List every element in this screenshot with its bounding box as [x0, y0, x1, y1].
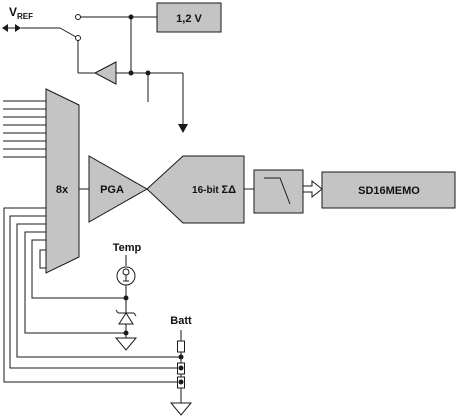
analog-inputs — [3, 100, 46, 158]
temperature-sensor-icon — [116, 255, 136, 313]
vref-terminal — [2, 24, 21, 32]
batt-label: Batt — [170, 315, 192, 327]
vref-label: VREF — [9, 5, 33, 21]
lowpass-filter-icon — [264, 177, 291, 205]
junction-dot — [178, 365, 184, 371]
sd16memo-label: SD16MEMO — [358, 185, 420, 197]
data-flow-arrow-icon — [302, 179, 323, 199]
sd16memo-register — [321, 171, 456, 209]
junction-dot — [123, 295, 129, 301]
reference-select-switch — [59, 14, 81, 41]
junction-dot — [178, 379, 184, 385]
pga-label: PGA — [100, 184, 124, 196]
digital-filter — [253, 169, 304, 214]
reference-buffer-icon — [93, 61, 117, 85]
pga-amplifier — [88, 155, 149, 223]
junction-dot — [128, 70, 134, 76]
reference-1v2-block — [156, 2, 222, 33]
temp-label: Temp — [113, 242, 142, 254]
vref-arrow-left-icon — [2, 24, 8, 32]
reference-1v2-label: 1,2 V — [176, 13, 202, 25]
reference-input-arrow-icon — [178, 124, 188, 133]
input-multiplexer — [45, 88, 80, 274]
temp-ground-icon — [114, 337, 138, 351]
mux-label: 8x — [56, 184, 69, 196]
mux-internal-channel-wires — [3, 207, 181, 383]
batt-ground-icon — [169, 402, 193, 416]
junction-dot — [123, 330, 129, 336]
sigma-delta-label: 16-bit ΣΔ — [192, 184, 236, 196]
junction-dot — [178, 354, 184, 360]
vref-arrow-right-icon — [15, 24, 21, 32]
